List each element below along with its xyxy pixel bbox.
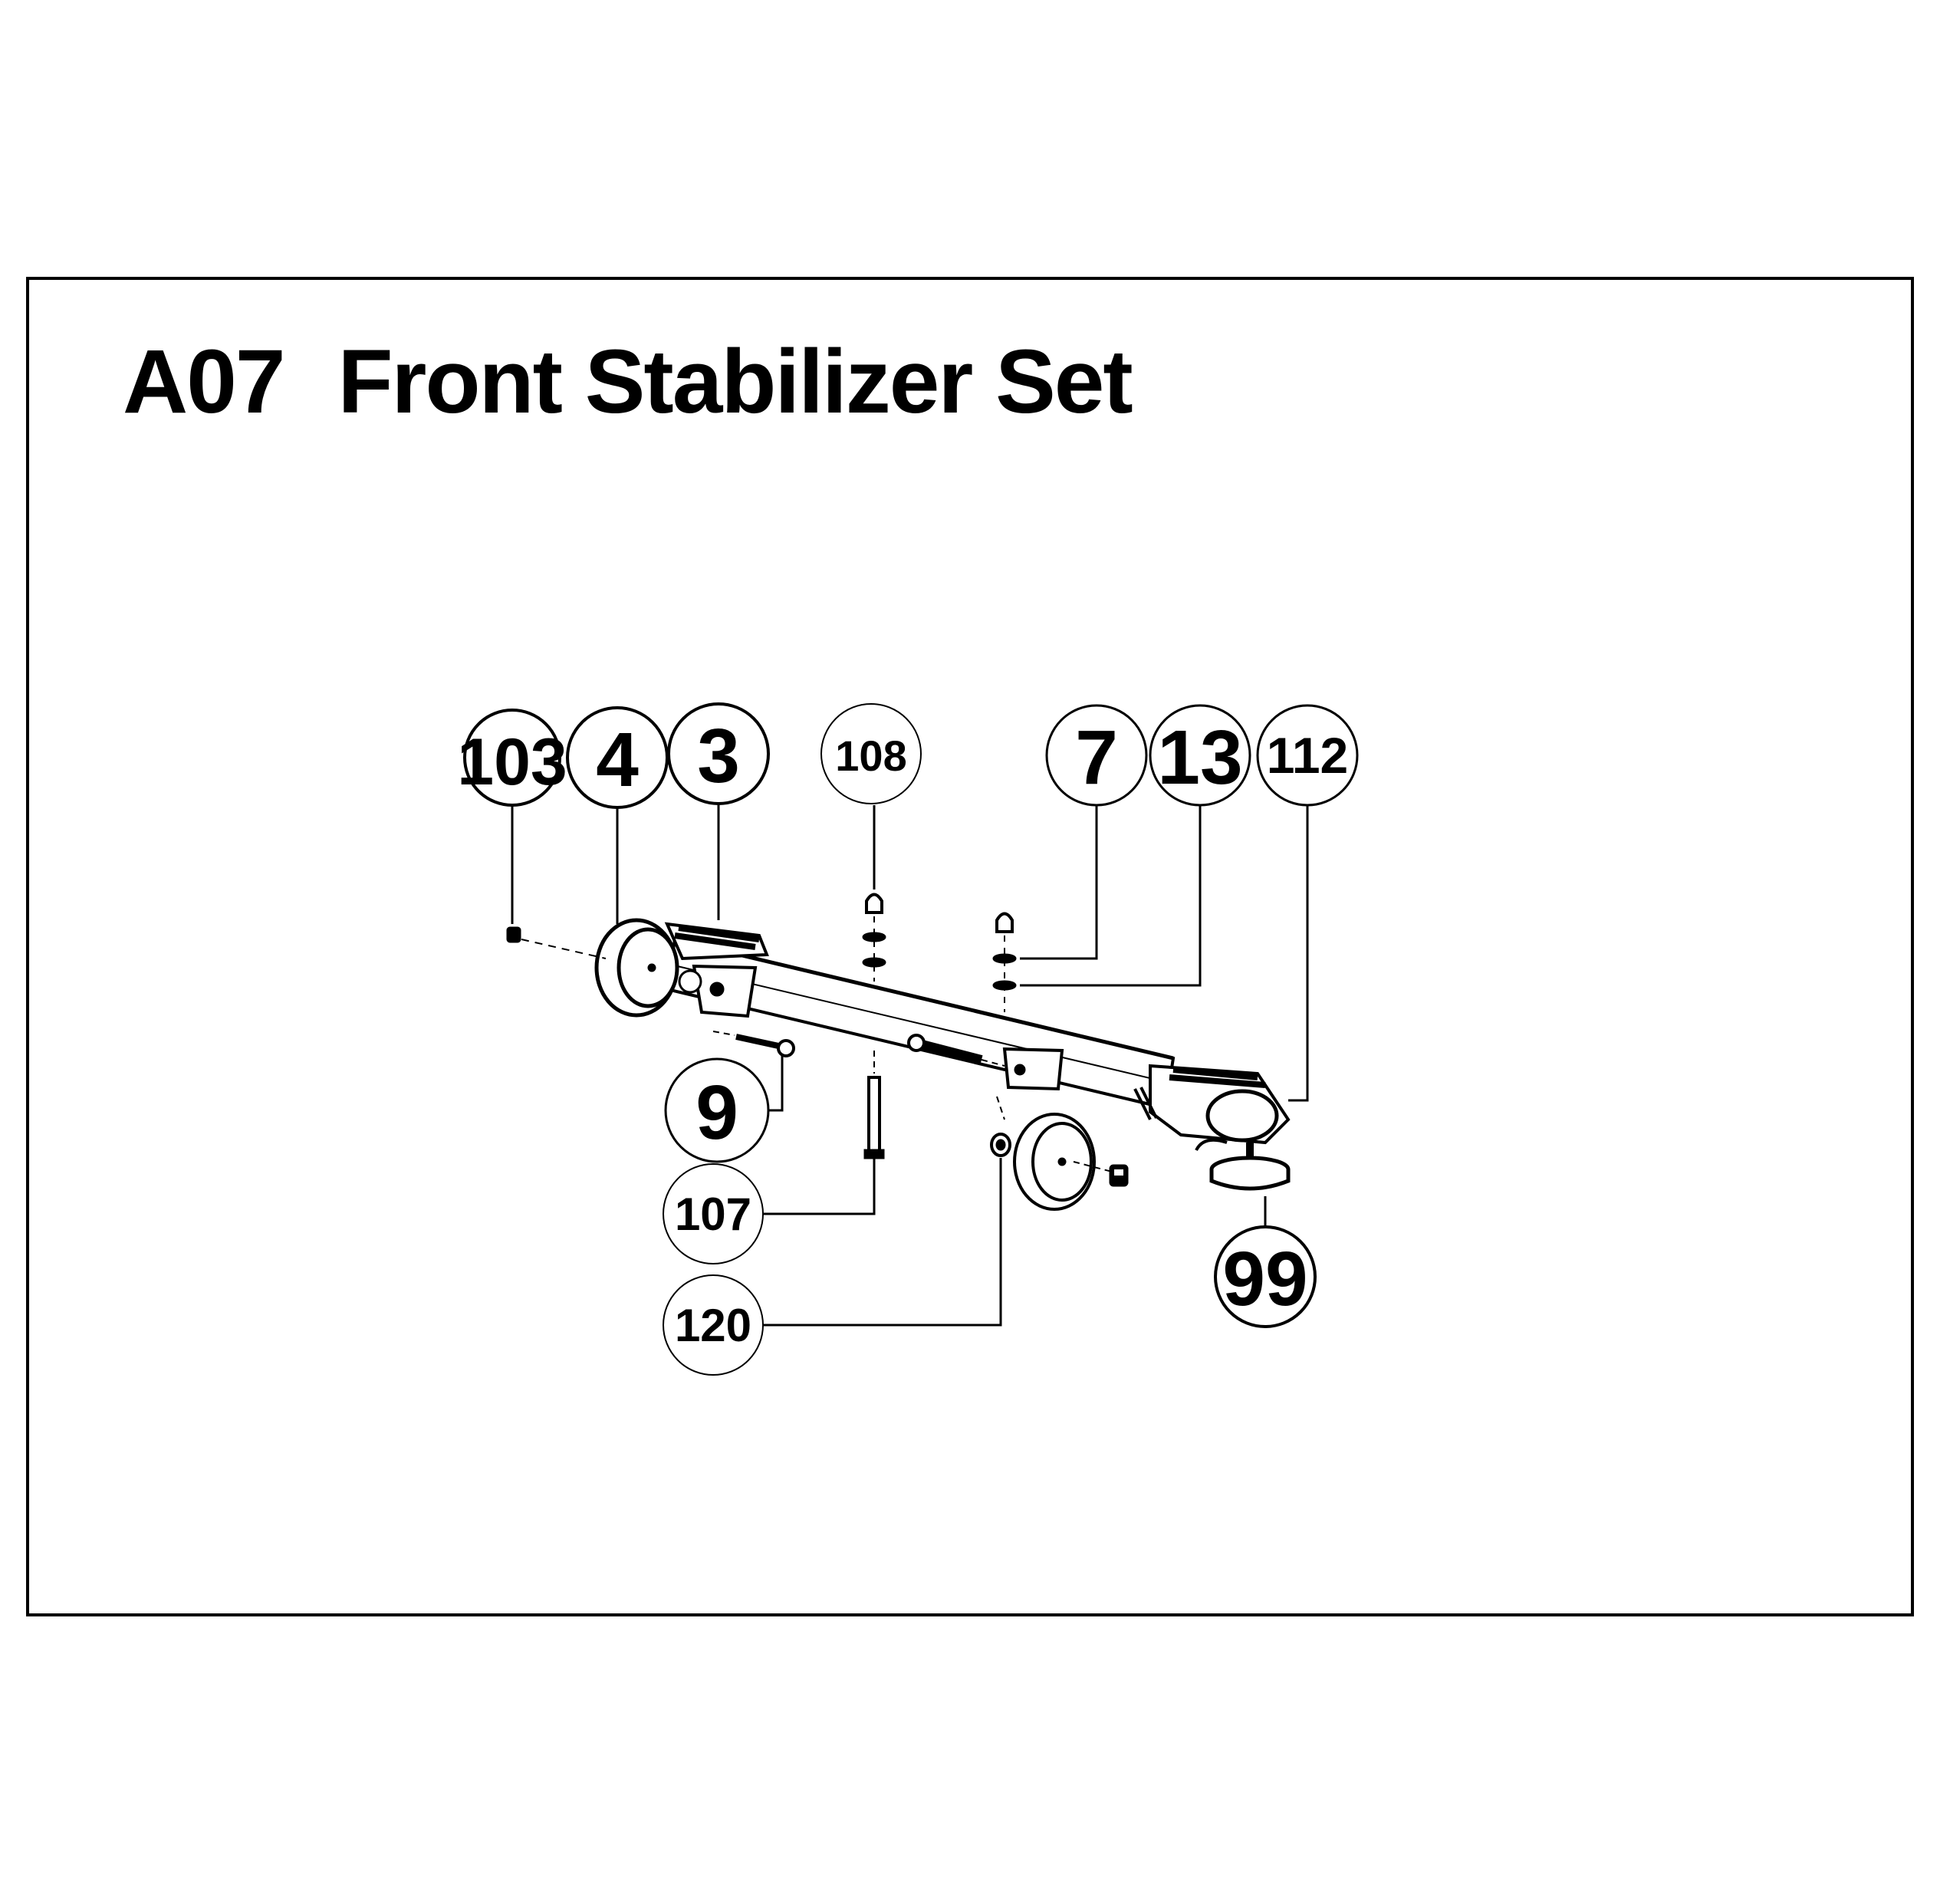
- callout-circles: [463, 702, 1359, 1376]
- callout-labels: 103 4 3 108 7 13 112 9 107 120 99: [457, 713, 1348, 1351]
- callout-103: 103: [457, 725, 567, 799]
- acorn-nut-7: [992, 912, 1017, 1012]
- leader-lines: [511, 797, 1309, 1327]
- diagram-frame: [26, 277, 1914, 1616]
- assembly-name: Front Stabilizer Set: [337, 331, 1133, 432]
- leveling-foot: [1195, 1138, 1291, 1191]
- callout-120: 120: [675, 1300, 751, 1351]
- callout-7: 7: [1075, 715, 1118, 801]
- left-end-cap: [664, 922, 769, 961]
- page-title: A07 Front Stabilizer Set: [123, 330, 1133, 434]
- right-wheel: [996, 1096, 1113, 1211]
- callout-3: 3: [697, 713, 740, 799]
- callout-13: 13: [1157, 715, 1242, 801]
- middle-bracket: [1002, 1047, 1064, 1091]
- assembly-code: A07: [123, 331, 285, 432]
- washer-120: [990, 1133, 1011, 1157]
- middle-bolt: [907, 1034, 1005, 1067]
- left-bracket: [678, 964, 758, 1018]
- bolt-9: [712, 1031, 795, 1057]
- left-nut: [506, 926, 607, 959]
- callout-9: 9: [695, 1070, 738, 1156]
- callout-108: 108: [835, 732, 906, 780]
- callout-99: 99: [1222, 1236, 1307, 1322]
- callout-112: 112: [1267, 727, 1348, 784]
- right-nut: [1109, 1164, 1129, 1187]
- screw-107: [863, 1051, 885, 1159]
- callout-107: 107: [675, 1189, 751, 1240]
- callout-4: 4: [596, 717, 639, 803]
- left-wheel: [594, 918, 679, 1018]
- right-end-cap: [1133, 1064, 1291, 1145]
- acorn-nut-108: [862, 893, 886, 982]
